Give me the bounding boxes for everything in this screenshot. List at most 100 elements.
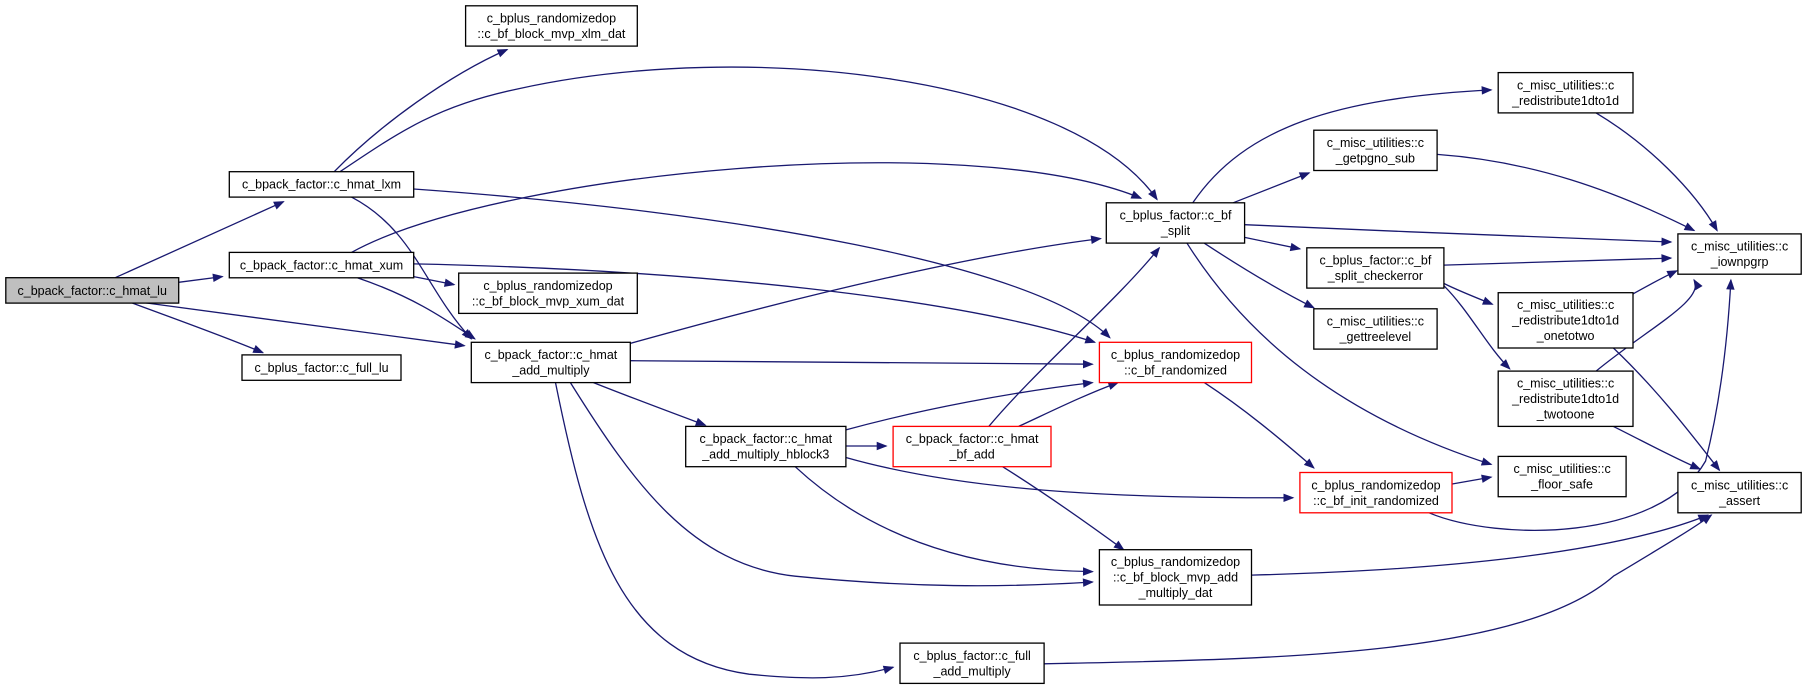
node-hmat-bf-add[interactable]: c_bpack_factor::c_hmat_bf_add [892,425,1052,468]
node-hmat-add-multiply[interactable]: c_bpack_factor::c_hmat_add_multiply [470,341,631,384]
edge-line [554,382,894,679]
edge-arrowhead [1084,335,1097,344]
call-edge-hmat_lu-to-hmat_add_multiply [138,301,466,349]
node-block-mvp-xlm[interactable]: c_bplus_randomizedop::c_bf_block_mvp_xlm… [464,5,638,47]
node-block-mvp-add-multiply[interactable]: c_bplus_randomizedop::c_bf_block_mvp_add… [1098,549,1253,606]
edge-line [1612,347,1720,471]
edge-line [630,360,1093,365]
edge-line [413,263,1096,343]
edge-arrowhead [1661,254,1673,263]
call-edge-hmat_xum-to-bf_split [351,162,1143,253]
node-gettreelevel[interactable]: c_misc_utilities::c_gettreelevel [1313,308,1438,350]
edge-line [1018,381,1119,427]
node-floor-safe[interactable]: c_misc_utilities::c_floor_safe [1497,455,1627,498]
node-redistribute1dto1d-onetotwo[interactable]: c_misc_utilities::c_redistribute1dto1d_o… [1497,292,1634,349]
edge-line [1437,153,1695,232]
node-bf-randomized[interactable]: c_bplus_randomizedop::c_bf_randomized [1098,341,1253,384]
node-bf-init-randomized[interactable]: c_bplus_randomizedop::c_bf_init_randomiz… [1299,471,1453,514]
edge-arrowhead [464,330,476,340]
node-redistribute1dto1d-twotoone[interactable]: c_misc_utilities::c_redistribute1dto1d_t… [1497,370,1634,428]
node-label-line: c_misc_utilities::c [1691,240,1788,254]
node-label-line: c_bplus_randomizedop [1111,555,1240,569]
call-edge-bf_init_randomized-to-floor_safe [1451,474,1493,485]
node-label-line: _bf_add [949,448,995,462]
node-box [241,354,402,381]
call-edge-hmat_add_multiply-to-block_mvp_add_multiply [569,382,1094,587]
node-box [1313,129,1438,172]
edge-arrowhead [1481,86,1493,95]
call-edge-bf_split-to-floor_safe [1186,242,1493,466]
node-label-line: _redistribute1dto1d [1511,94,1619,108]
node-hmat-lxm[interactable]: c_bpack_factor::c_hmat_lxm [228,171,415,198]
edge-arrowhead [1303,299,1316,309]
node-redistribute1dto1d[interactable]: c_misc_utilities::c_redistribute1dto1d [1497,71,1634,114]
edge-arrowhead [1130,190,1143,199]
call-edge-hmat_add_multiply_hblock3-to-block_mvp_add_multiply [794,466,1094,576]
call-edge-hmat_xum-to-hmat_add_multiply [357,277,476,340]
edge-arrowhead [496,49,509,58]
edge-line [138,301,465,347]
edge-arrowhead [694,417,707,426]
edge-arrowhead [1082,567,1094,576]
node-label-line: c_bpack_factor::c_hmat_xum [240,258,403,272]
node-label-line: _add_multiply [511,364,590,378]
call-edge-hmat_lu-to-full_lu [132,302,265,354]
edge-arrowhead [876,441,888,451]
node-label-line: _redistribute1dto1d [1511,392,1619,406]
node-box [458,272,638,315]
edge-arrowhead [1289,242,1302,252]
edge-arrowhead [1148,189,1158,201]
call-edge-hmat_lu-to-hmat_lxm [114,201,285,279]
node-box [5,277,180,304]
node-hmat-lu[interactable]: c_bpack_factor::c_hmat_lu [5,277,180,304]
edge-arrowhead [1661,237,1673,246]
edge-line [1002,466,1124,551]
edge-arrowhead [1082,379,1094,388]
node-assert[interactable]: c_misc_utilities::c_assert [1677,471,1802,514]
node-block-mvp-xum[interactable]: c_bplus_randomizedop::c_bf_block_mvp_xum… [458,272,638,315]
edge-arrowhead [1481,474,1493,483]
node-label-line: _redistribute1dto1d [1511,314,1619,328]
node-label-line: c_bplus_randomizedop [487,12,616,26]
edge-arrowhead [1100,327,1111,339]
call-edge-hmat_bf_add-to-bf_randomized [1018,381,1120,427]
call-edge-bf_randomized-to-bf_init_randomized [1203,382,1315,469]
node-box [1105,202,1246,244]
node-iownpgrp[interactable]: c_misc_utilities::c_iownpgrp [1677,233,1802,275]
node-box [1306,247,1445,289]
node-hmat-xum[interactable]: c_bpack_factor::c_hmat_xum [228,251,415,279]
call-edge-bf_split-to-gettreelevel [1203,242,1316,309]
node-label-line: ::c_bf_block_mvp_add [1113,571,1238,585]
edge-line [339,66,1158,200]
node-box [470,341,631,384]
node-label-line: c_bpack_factor::c_hmat [699,432,832,446]
edge-arrowhead [1303,458,1315,469]
edge-arrowhead [212,273,224,283]
edge-line [333,49,508,173]
node-label-line: c_bpack_factor::c_hmat_lu [18,284,167,298]
node-full-lu[interactable]: c_bplus_factor::c_full_lu [241,354,402,381]
node-box [1497,292,1634,349]
call-edge-hmat_add_multiply-to-bf_split [630,235,1102,345]
node-split-checkerror[interactable]: c_bplus_factor::c_bf_split_checkerror [1306,247,1445,289]
call-edge-hmat_lu-to-hmat_xum [178,273,224,283]
node-getpgno-sub[interactable]: c_misc_utilities::c_getpgno_sub [1313,129,1438,172]
node-box [1313,308,1438,350]
edge-arrowhead [1082,578,1094,587]
node-box [1677,233,1802,275]
call-edge-full_add_multiply-to-assert [1044,514,1713,665]
node-box [1677,471,1802,514]
edge-line [114,201,284,279]
node-hmat-add-multiply-hblock3[interactable]: c_bpack_factor::c_hmat_add_multiply_hblo… [685,425,847,468]
edge-line [1443,285,1511,370]
node-label-line: c_bplus_factor::c_full_lu [254,361,388,375]
node-label-line: c_bplus_randomizedop [1311,478,1440,492]
node-label-line: c_bplus_randomizedop [483,279,612,293]
edge-line [1232,172,1310,204]
call-edge-redistribute1dto1d_onetotwo-to-iownpgrp [1632,270,1679,295]
node-box [1497,455,1627,498]
node-full-add-multiply[interactable]: c_bplus_factor::c_full_add_multiply [899,642,1045,685]
node-bf-split[interactable]: c_bplus_factor::c_bf_split [1105,202,1246,244]
edge-line [1443,257,1672,266]
